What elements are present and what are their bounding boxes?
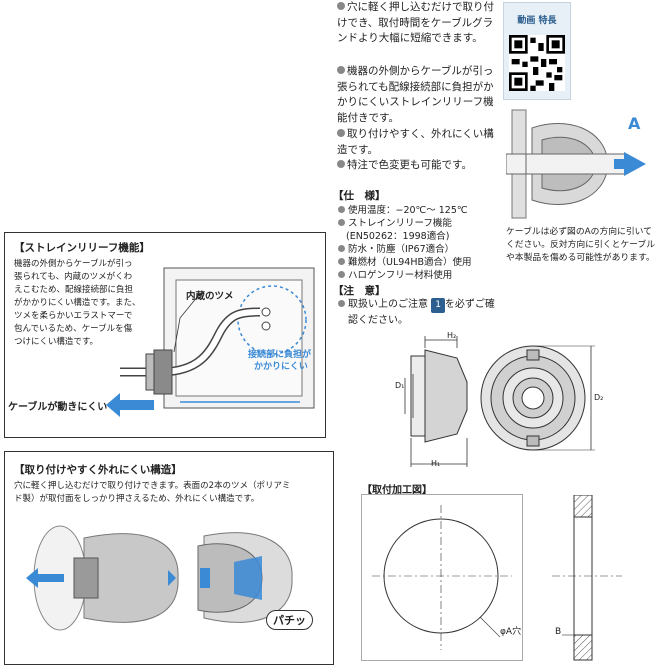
arrow-left-icon: [106, 393, 154, 417]
feature-1: 穴に軽く押し込むだけで取り付けでき、取付時間をケーブルグランドより大幅に短縮でき…: [337, 1, 494, 44]
bullet-icon: [338, 206, 345, 213]
arrow-a-label: A: [628, 114, 641, 133]
claw-label: 内蔵のツメ: [186, 291, 234, 302]
spec-item: ハロゲンフリー材料使用: [338, 269, 452, 283]
mounting-title: 【取付加工図】: [362, 485, 432, 496]
qr-block[interactable]: 動画 特長: [503, 2, 571, 100]
snap-label: パチッ: [266, 610, 313, 630]
thickness-b-label: B: [555, 627, 562, 637]
qr-code-icon: [509, 35, 565, 91]
spec-title: 【仕 様】: [333, 190, 386, 202]
caution-title: 【注 意】: [333, 285, 386, 297]
bullet-icon: [337, 66, 345, 74]
spec-item: 使用温度：−20℃〜 125℃: [338, 204, 468, 218]
bullet-icon: [337, 129, 345, 137]
mount-structure-text: 穴に軽く押し込むだけで取り付けできます。表面の2本のツメ（ポリアミ ド製）が取付…: [14, 481, 291, 504]
strain-relief-text: 機器の外側からケーブルが引っ 張られても、内蔵のツメがくわ えこむため、配線接続…: [14, 259, 141, 347]
mounting-hole-drawing: [372, 495, 622, 661]
bullet-icon: [338, 245, 345, 252]
strain-relief-diagram: [120, 267, 315, 409]
bullet-icon: [338, 219, 345, 226]
mount-structure-title: 【取り付けやすく外れにくい構造】: [14, 464, 182, 476]
dim-h1: H₁: [431, 459, 441, 468]
dim-h2: H₂: [447, 331, 457, 340]
feature-3: 取り付けやすく、外れにくい構造です。: [337, 128, 494, 156]
bullet-icon: [338, 258, 345, 265]
dimension-drawing: [404, 336, 595, 467]
direction-caption: ケーブルは必ず図のAの方向に引いて ください。反対方向に引くとケーブル や本製品…: [506, 227, 656, 263]
hole-diameter-label: φA穴: [500, 627, 522, 637]
feature-2: 機器の外側からケーブルが引っ張られても配線接続部に負担がかかりにくいストレインリ…: [337, 65, 494, 124]
bullet-icon: [338, 300, 345, 307]
mount-structure-diagram: [26, 525, 293, 631]
caution-badge[interactable]: 1: [431, 298, 445, 313]
bullet-icon: [338, 271, 345, 278]
strain-relief-title: 【ストレインリリーフ機能】: [14, 242, 150, 254]
pull-direction-diagram: [506, 108, 656, 223]
feature-4: 特注で色変更も可能です。: [337, 158, 497, 174]
spec-item: 難燃材（UL94HB適合）使用: [338, 256, 472, 270]
dim-d2: D₂: [594, 393, 604, 402]
qr-label: 動画 特長: [517, 16, 557, 26]
cable-label: ケーブルが動きにくい: [8, 402, 108, 413]
spec-item: (EN50262：1998適合): [346, 231, 450, 242]
bullet-icon: [337, 160, 345, 168]
bullet-icon: [337, 2, 345, 10]
spec-item: ストレインリリーフ機能: [338, 217, 452, 231]
spec-item: 防水・防塵（IP67適合）: [338, 243, 454, 257]
dim-d1: D₁: [395, 381, 405, 390]
joint-label: 接続部に負担が かかりにくい: [248, 350, 312, 372]
